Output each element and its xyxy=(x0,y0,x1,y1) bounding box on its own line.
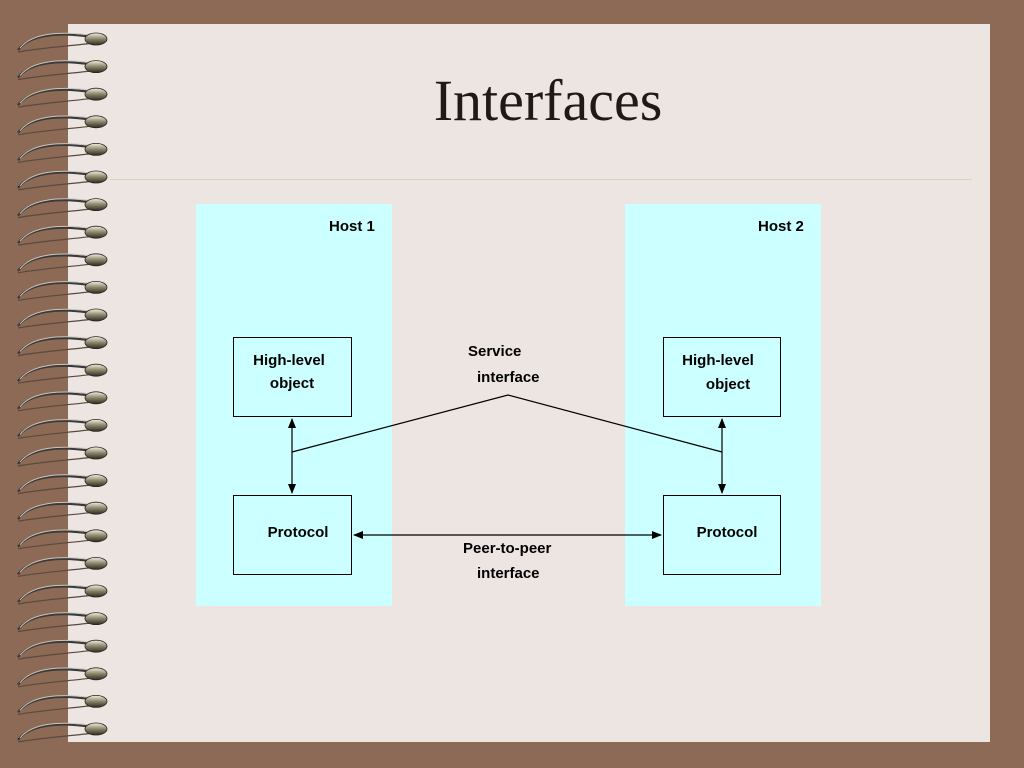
slide-title: Interfaces xyxy=(433,68,663,133)
host-2-object-label-line2: object xyxy=(705,376,751,393)
host-1-protocol-box xyxy=(233,495,352,575)
peer-interface-label-line1: Peer-to-peer xyxy=(463,540,552,557)
title-divider xyxy=(110,179,972,180)
spiral-ring xyxy=(17,722,108,743)
spiral-ring xyxy=(17,667,108,688)
host-1-protocol-label: Protocol xyxy=(267,524,329,541)
spiral-ring xyxy=(17,336,108,357)
spiral-ring xyxy=(17,446,108,467)
host-2-protocol-box xyxy=(663,495,781,575)
spiral-ring xyxy=(17,474,108,495)
spiral-ring xyxy=(17,198,108,219)
spiral-ring xyxy=(17,87,108,108)
spiral-ring xyxy=(17,695,108,715)
spiral-ring xyxy=(17,639,108,660)
spiral-ring xyxy=(17,225,108,246)
service-interface-pointer xyxy=(291,394,723,453)
spiral-ring xyxy=(17,418,108,439)
spiral-ring xyxy=(17,363,108,384)
spiral-ring xyxy=(17,557,108,577)
spiral-ring xyxy=(17,60,108,81)
host-1-object-label-line2: object xyxy=(269,375,315,392)
spiral-ring xyxy=(17,32,108,53)
service-interface-label-line1: Service xyxy=(468,343,522,360)
spiral-ring xyxy=(17,170,108,191)
spiral-ring xyxy=(17,501,108,522)
host-2-protocol-label: Protocol xyxy=(696,524,758,541)
host-1-high-level-object-box xyxy=(233,337,352,417)
spiral-ring xyxy=(17,308,108,329)
spiral-ring xyxy=(17,584,108,605)
host-1-object-label-line1: High-level xyxy=(253,352,325,369)
service-interface-label-line2: interface xyxy=(477,369,540,386)
spiral-ring xyxy=(17,115,108,136)
host-2-object-label-line1: High-level xyxy=(682,352,754,369)
spiral-ring xyxy=(17,391,108,412)
spiral-binding xyxy=(17,32,108,743)
spiral-ring xyxy=(17,529,108,550)
spiral-ring xyxy=(17,612,108,633)
host-1-label: Host 1 xyxy=(329,218,375,235)
host-2-high-level-object-box xyxy=(663,337,781,417)
spiral-ring xyxy=(17,142,108,163)
spiral-ring xyxy=(17,280,108,301)
spiral-ring xyxy=(17,253,108,274)
host-2-label: Host 2 xyxy=(758,218,804,235)
peer-interface-label-line2: interface xyxy=(477,565,540,582)
